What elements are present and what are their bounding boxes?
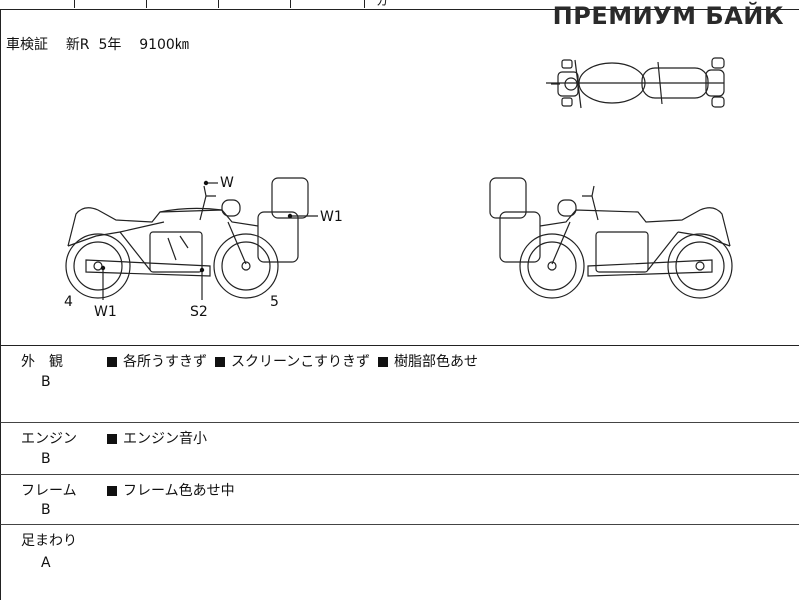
section-exterior: 外 観 B 各所うすきず スクリーンこすりきず 樹脂部色あせ — [0, 346, 799, 423]
section-grade: B — [41, 502, 51, 518]
section-category: フレーム — [21, 483, 77, 499]
header-cell — [290, 0, 365, 8]
section-frame: フレーム B フレーム色あせ中 — [0, 475, 799, 525]
damage-marker-muffler: W1 — [94, 304, 117, 320]
bullet-square-icon — [107, 357, 117, 367]
section-category: 足まわり — [21, 533, 77, 549]
section-notes: エンジン音小 — [107, 428, 215, 448]
section-engine: エンジン B エンジン音小 — [0, 423, 799, 475]
header-cell — [218, 0, 291, 8]
section-notes: 各所うすきず スクリーンこすりきず 樹脂部色あせ — [107, 351, 486, 371]
section-grade: B — [41, 374, 51, 390]
registration-year: 5年 — [98, 37, 122, 53]
bullet-square-icon — [378, 357, 389, 367]
note-text: 樹脂部色あせ — [394, 354, 479, 370]
damage-marker-box: W1 — [320, 209, 343, 225]
header-cell — [74, 0, 147, 8]
mileage: 9100㎞ — [139, 37, 189, 53]
left-side-bike — [65, 177, 309, 299]
bullet-square-icon — [215, 357, 225, 367]
section-grade: A — [41, 555, 51, 571]
note-item: エンジン音小 — [107, 431, 207, 447]
bullet-square-icon — [107, 434, 117, 444]
bullet-square-icon — [107, 486, 117, 496]
watermark-logo: ПРЕМИУМ БАЙК — [552, 2, 784, 30]
note-item: 樹脂部色あせ — [378, 354, 478, 370]
right-side-bike — [489, 177, 733, 299]
registration-info: 車検証 新R 5年 9100㎞ — [6, 34, 189, 54]
damage-marker-handlebar: W — [220, 175, 234, 191]
section-category: 外 観 — [21, 354, 63, 370]
top-view-bike — [546, 57, 725, 109]
header-cell: カ — [376, 0, 389, 8]
note-text: フレーム色あせ中 — [123, 483, 235, 499]
note-text: 各所うすきず — [123, 354, 207, 370]
vehicle-diagram-area — [0, 9, 799, 346]
damage-marker-exhaust: S2 — [190, 304, 208, 320]
position-marker-rear: 5 — [270, 294, 279, 310]
registration-label: 車検証 — [6, 37, 48, 53]
section-category: エンジン — [21, 431, 77, 447]
position-marker-front: 4 — [64, 294, 73, 310]
header-cell — [0, 0, 75, 8]
note-text: スクリーンこすりきず — [231, 354, 371, 370]
section-notes: フレーム色あせ中 — [107, 480, 243, 500]
note-text: エンジン音小 — [123, 431, 207, 447]
note-item: スクリーンこすりきず — [215, 354, 370, 370]
header-cell — [146, 0, 219, 8]
note-item: 各所うすきず — [107, 354, 207, 370]
note-item: フレーム色あせ中 — [107, 483, 235, 499]
section-suspension: 足まわり A — [0, 525, 799, 600]
section-grade: B — [41, 451, 51, 467]
header-strip: カ — [0, 0, 520, 10]
condition-code: 新R — [65, 37, 90, 53]
motorcycle-diagram — [65, 57, 733, 300]
